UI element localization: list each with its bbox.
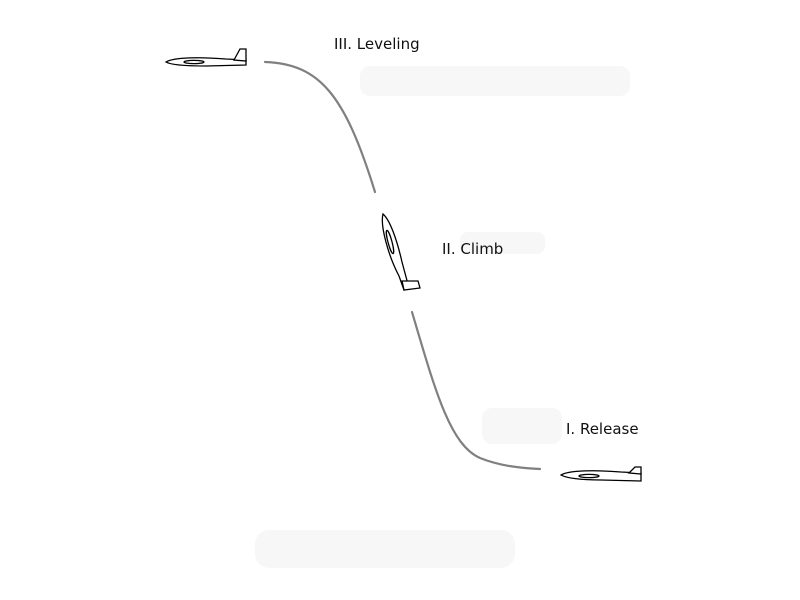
glider-release-icon xyxy=(559,466,642,482)
glider-leveling-icon xyxy=(164,48,247,67)
flight-path-upper xyxy=(263,60,377,194)
flight-path-lower xyxy=(410,310,542,471)
stage-label-release: I. Release xyxy=(566,420,639,438)
stage-label-climb: II. Climb xyxy=(442,240,504,258)
stage-label-leveling: III. Leveling xyxy=(334,35,420,53)
glider-climb-icon xyxy=(381,212,421,291)
background-smudges xyxy=(255,66,630,568)
